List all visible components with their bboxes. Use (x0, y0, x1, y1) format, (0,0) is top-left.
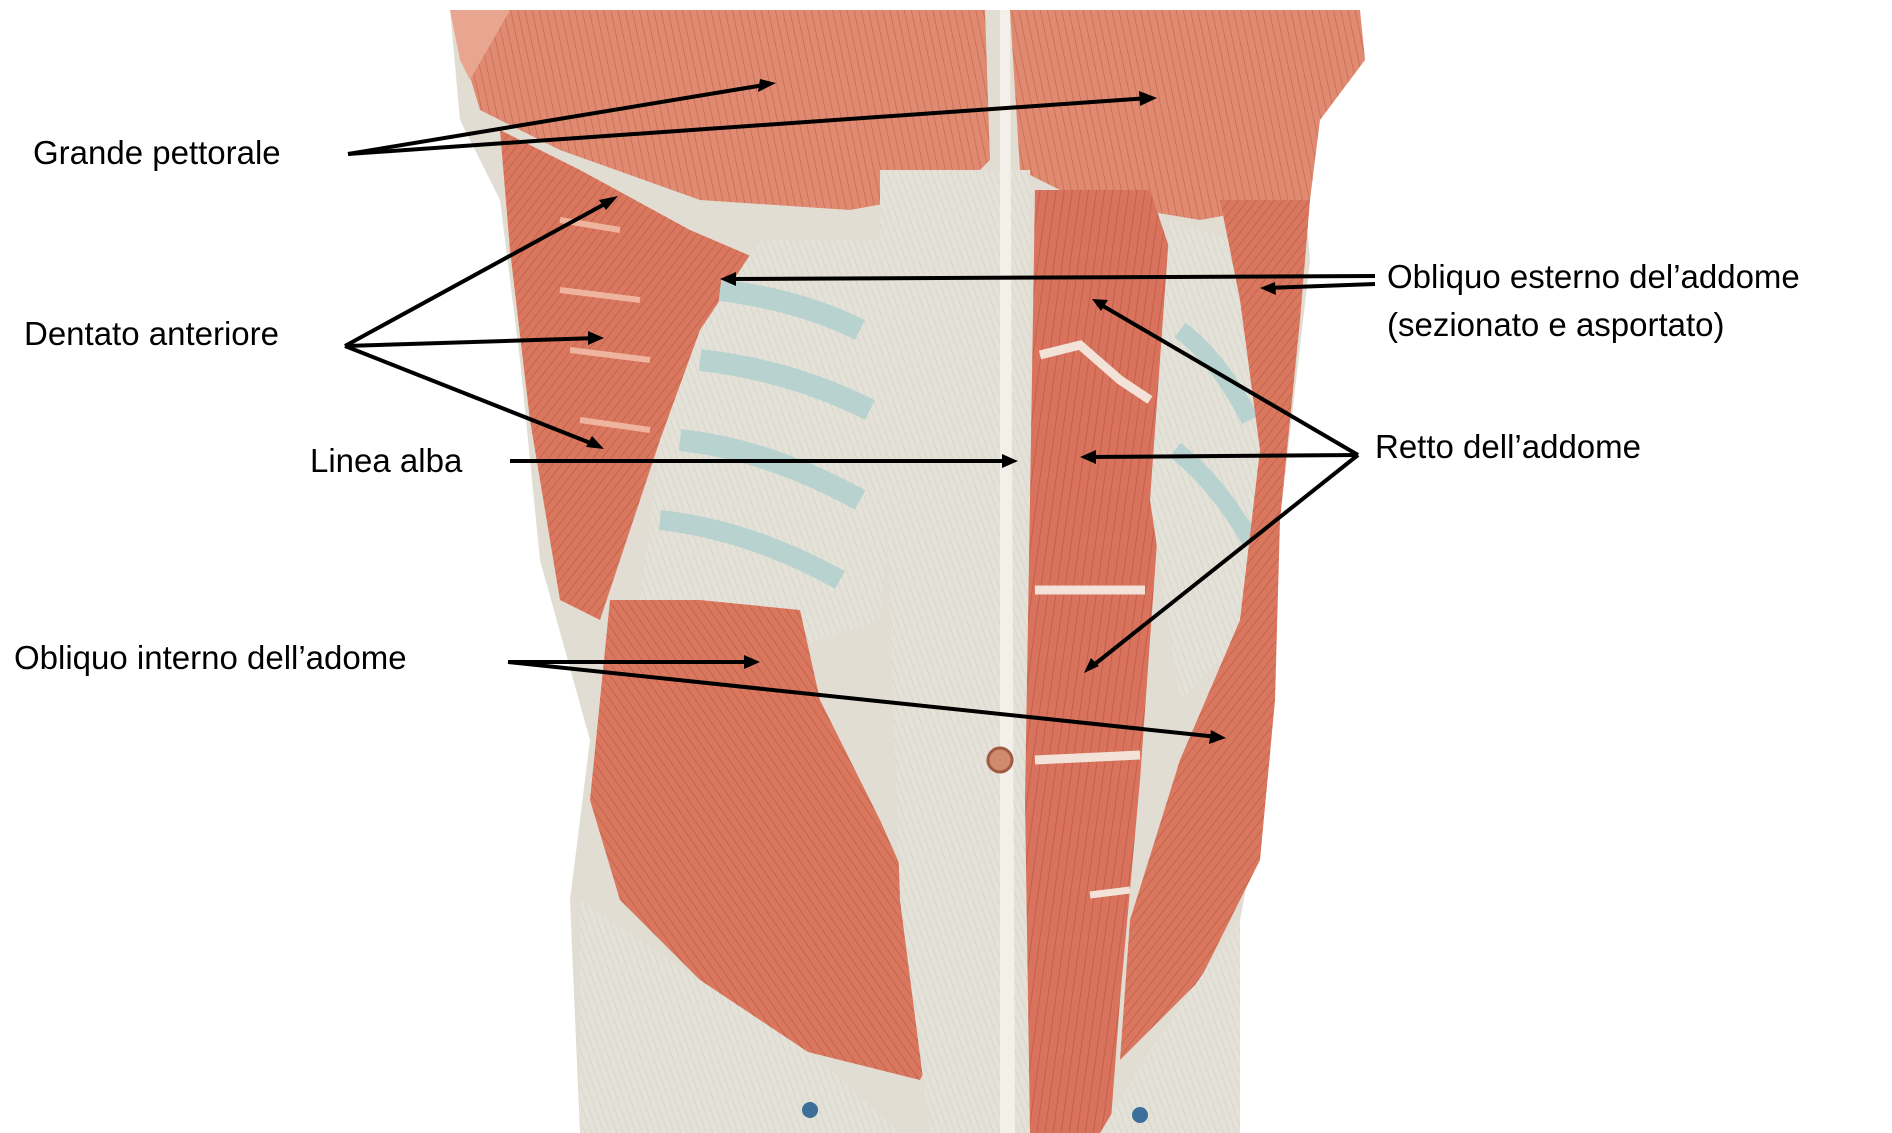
label-obliquo-esterno-line1: Obliquo esterno del’addome (1387, 258, 1800, 296)
label-retto-addome: Retto dell’addome (1375, 428, 1641, 466)
label-obliquo-esterno-line2: (sezionato e asportato) (1387, 306, 1725, 344)
label-linea-alba: Linea alba (310, 442, 462, 480)
label-dentato-anteriore: Dentato anteriore (24, 315, 279, 353)
leader-retto-2 (1088, 455, 1358, 457)
label-obliquo-interno: Obliquo interno dell’adome (14, 639, 407, 677)
label-grande-pettorale: Grande pettorale (33, 134, 281, 172)
